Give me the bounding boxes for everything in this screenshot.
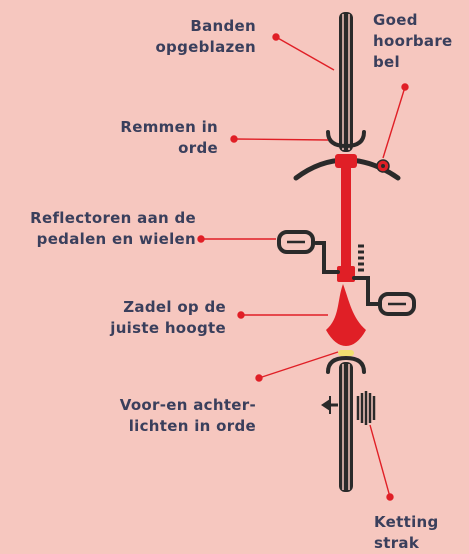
rear-cassette — [356, 391, 376, 425]
callout-line-chain — [369, 424, 391, 498]
label-bell-line-3: bel — [373, 53, 400, 71]
label-bell-line-2: hoorbare — [373, 32, 453, 50]
frame-tube — [341, 168, 351, 280]
label-lights-line-2: lichten in orde — [128, 417, 256, 435]
stem — [335, 154, 357, 168]
label-brakes-line-1: Remmen in — [120, 118, 218, 136]
seat-post-block — [337, 266, 355, 282]
rear-derailleur — [321, 396, 338, 414]
crank-and-pedals — [277, 230, 416, 316]
label-reflectors-line-1: Reflectoren aan de — [30, 209, 196, 227]
front-wheel — [339, 12, 353, 152]
label-saddle: Zadel op de juiste hoogte — [92, 297, 226, 339]
label-reflectors: Reflectoren aan de pedalen en wielen — [2, 208, 196, 250]
label-lights: Voor-en achter- lichten in orde — [92, 395, 256, 437]
callout-line-brakes — [233, 138, 329, 141]
label-chain-line-2: strak — [374, 534, 420, 552]
label-tires: Banden opgeblazen — [150, 16, 256, 58]
rear-brake — [326, 355, 366, 374]
label-chain-line-1: Ketting — [374, 513, 439, 531]
label-brakes: Remmen in orde — [90, 117, 218, 159]
callout-line-lights — [258, 351, 339, 379]
label-reflectors-line-2: pedalen en wielen — [36, 230, 196, 248]
saddle — [326, 284, 366, 346]
rear-light — [338, 350, 354, 356]
reflector-pedal-front — [287, 240, 406, 306]
label-chain: Ketting strak — [374, 512, 466, 554]
label-bell: Goed hoorbare bel — [373, 10, 469, 73]
label-saddle-line-2: juiste hoogte — [110, 319, 226, 337]
label-tires-line-1: Banden — [190, 17, 256, 35]
chainring — [358, 244, 364, 272]
label-brakes-line-2: orde — [178, 139, 218, 157]
label-bell-line-1: Goed — [373, 11, 418, 29]
rear-wheel — [339, 362, 353, 492]
label-tires-line-2: opgeblazen — [155, 38, 256, 56]
callout-lines — [197, 33, 409, 501]
callout-line-bell — [382, 86, 406, 159]
label-saddle-line-1: Zadel op de — [123, 298, 226, 316]
callout-line-tires — [275, 36, 335, 71]
label-lights-line-1: Voor-en achter- — [119, 396, 256, 414]
front-brake — [326, 130, 366, 149]
